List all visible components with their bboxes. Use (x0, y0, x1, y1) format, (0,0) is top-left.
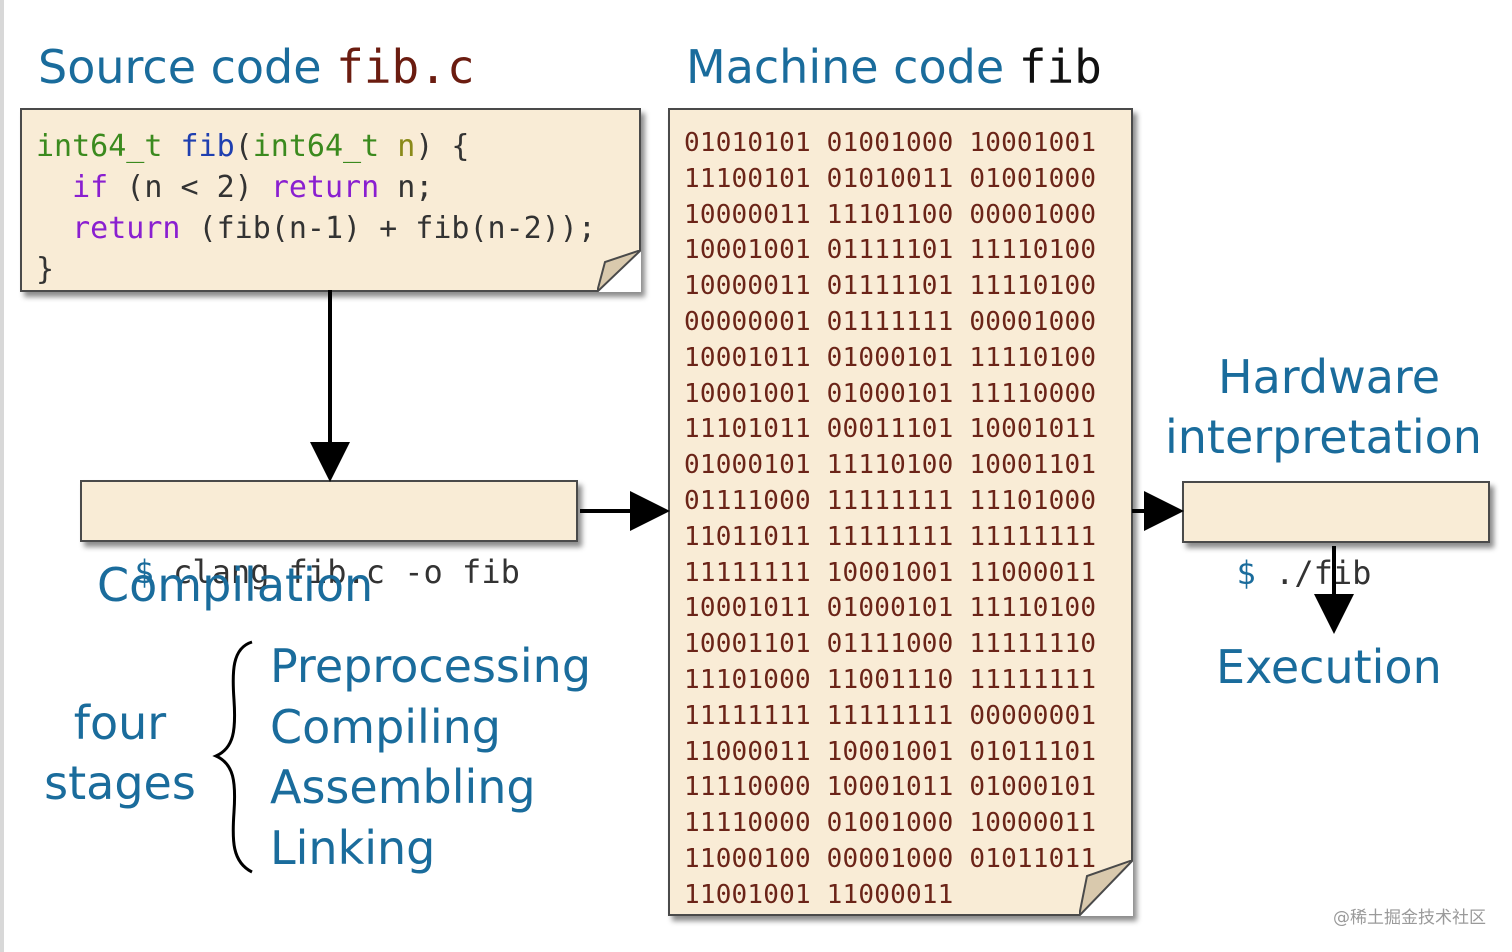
binary-line: 11110000 01001000 10000011 (684, 808, 1097, 839)
code-token: n; (379, 170, 434, 205)
four-stages-line1: four (73, 696, 167, 750)
code-token: ) { (415, 129, 470, 164)
binary-line: 11000011 10001001 01011101 (684, 736, 1097, 767)
source-code-sheet: int64_t fib(int64_t n) { if (n < 2) retu… (20, 108, 641, 292)
stage-item: Preprocessing (270, 639, 592, 693)
shell-prompt: $ (1236, 554, 1256, 592)
binary-line: 10001011 01000101 11110100 (684, 342, 1097, 373)
machine-code-heading-text: Machine code (686, 40, 1019, 94)
code-token: (fib(n-1) + fib(n-2)); (180, 211, 596, 246)
binary-line: 01111000 11111111 11101000 (684, 485, 1097, 516)
code-token: } (36, 252, 55, 287)
source-code-heading: Source code fib.c (38, 44, 475, 90)
code-line: return (fib(n-1) + fib(n-2)); (36, 208, 596, 249)
interpretation-label: interpretation (1165, 410, 1482, 464)
source-file-name: fib.c (336, 40, 475, 94)
binary-line: 11101011 00011101 10001011 (684, 414, 1097, 445)
binary-line: 01000101 11110100 10001101 (684, 450, 1097, 481)
run-command-text: ./fib (1255, 554, 1372, 592)
code-token: n (397, 129, 416, 164)
machine-code-sheet: 01010101 01001000 10001001 11100101 01010… (668, 108, 1133, 916)
binary-line: 10001001 01000101 11110000 (684, 378, 1097, 409)
binary-line: 11101000 11001110 11111111 (684, 664, 1097, 695)
code-line: } (36, 249, 596, 290)
binary-line: 10000011 11101100 00001000 (684, 199, 1097, 230)
binary-line: 10001011 01000101 11110100 (684, 593, 1097, 624)
binary-line: 00000001 01111111 00001000 (684, 306, 1097, 337)
code-token: ( (234, 129, 253, 164)
four-stages-line2: stages (44, 756, 196, 810)
binary-line: 11100101 01010011 01001000 (684, 163, 1097, 194)
code-token: return (270, 170, 380, 205)
run-command-box: $ ./fib (1182, 481, 1490, 592)
binary-line: 01010101 01001000 10001001 (684, 128, 1097, 158)
binary-line: 11110000 10001011 01000101 (684, 772, 1097, 803)
binary-line: 11111111 11111111 00000001 (684, 700, 1097, 731)
watermark: @稀土掘金技术社区 (1333, 908, 1486, 928)
page-curl-icon (597, 250, 641, 292)
compile-command-box: $ clang fib.c -o fib (80, 480, 578, 591)
compile-command-text: clang fib.c -o fib (153, 553, 520, 591)
stages-brace (212, 640, 253, 874)
four-stages-label: four stages (40, 693, 200, 813)
stage-item: Compiling (270, 699, 501, 754)
code-line: int64_t fib(int64_t n) { (36, 126, 596, 167)
machine-code-block: 01010101 01001000 10001001 11100101 01010… (684, 126, 1096, 914)
binary-line: 10001101 01111000 11111110 (684, 629, 1097, 660)
binary-line: 10000011 01111101 11110100 (684, 271, 1097, 302)
binary-line: 11111111 10001001 11000011 (684, 557, 1097, 588)
binary-line: 11001001 11000011 (684, 879, 954, 910)
source-code-heading-text: Source code (38, 40, 337, 94)
stage-item: Linking (270, 820, 436, 875)
hardware-label: Hardware (1218, 350, 1441, 404)
stage-item: Assembling (270, 760, 536, 814)
code-token: return (72, 211, 181, 246)
binary-file-name: fib (1018, 40, 1102, 94)
machine-code-heading: Machine code fib (686, 44, 1102, 90)
binary-line: 11000100 00001000 01011011 (684, 843, 1097, 874)
compilation-label: Compilation (97, 558, 374, 612)
code-line: if (n < 2) return n; (36, 167, 596, 208)
code-token: int64_t (36, 129, 163, 164)
execution-label: Execution (1216, 640, 1442, 694)
code-token: int64_t (252, 129, 380, 164)
binary-line: 10001001 01111101 11110100 (684, 235, 1097, 266)
stage-list: Preprocessing Compiling Assembling Linki… (270, 636, 591, 878)
code-token: fib (180, 129, 235, 164)
left-edge-bar (0, 0, 4, 952)
code-token: if (72, 170, 109, 205)
page-curl-icon (1079, 860, 1133, 916)
shell-prompt: $ (134, 553, 154, 591)
code-token: (n < 2) (108, 170, 271, 205)
binary-line: 11011011 11111111 11111111 (684, 521, 1097, 552)
source-code-block: int64_t fib(int64_t n) { if (n < 2) retu… (36, 126, 596, 290)
